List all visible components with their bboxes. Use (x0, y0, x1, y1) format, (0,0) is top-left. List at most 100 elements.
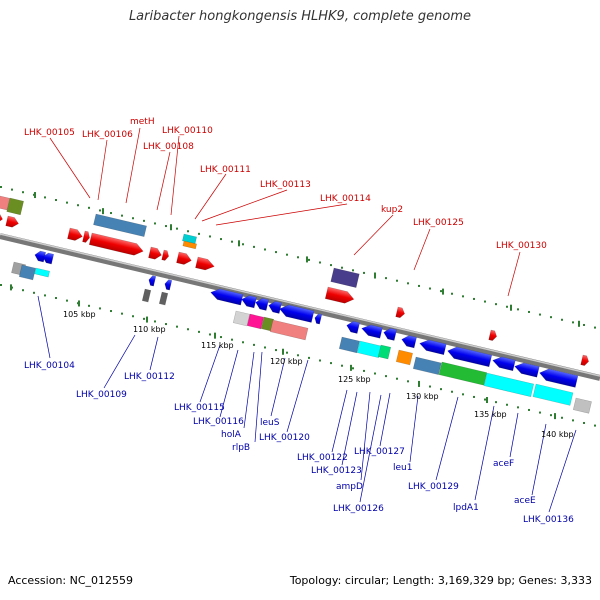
track-dot (484, 300, 486, 303)
track-dot (572, 419, 574, 422)
cds-forward-shape (488, 329, 497, 341)
cds-reverse (241, 295, 257, 309)
track-dot (297, 354, 299, 357)
track-dot (352, 269, 354, 272)
cds-reverse (539, 368, 579, 388)
cds-forward-shape (0, 211, 3, 224)
track-dot (231, 338, 233, 341)
feature-olive-shape (6, 197, 24, 216)
track-dot (539, 411, 541, 414)
leader-reverse (509, 412, 519, 458)
gene-label-lhk00130: LHK_00130 (496, 241, 547, 251)
leader-reverse (199, 344, 221, 403)
track-dot (341, 266, 343, 269)
feature-pink-shape (269, 319, 309, 341)
feature-steelblue (18, 264, 36, 281)
track-dot (99, 307, 101, 310)
cds-reverse (164, 279, 173, 291)
track-dot (440, 388, 442, 391)
track-dot (11, 188, 13, 191)
track-dot (473, 395, 475, 398)
leader-forward (507, 251, 521, 297)
gene-label-lhk00123: LHK_00123 (311, 466, 362, 476)
track-dot (429, 385, 431, 388)
cds-reverse-shape (268, 300, 282, 314)
cds-forward-shape (82, 230, 90, 243)
track-dot (33, 291, 35, 294)
feature-steelblue-shape (412, 356, 442, 375)
leader-reverse (474, 405, 495, 501)
feature-steelblue-shape (18, 264, 36, 281)
track-dot (462, 295, 464, 298)
leader-forward (49, 137, 91, 199)
feature-dark (141, 288, 152, 303)
track-dot (374, 372, 376, 375)
gene-label-rlpb: rlpB (232, 443, 250, 453)
track-dot (363, 271, 365, 274)
track-dot (286, 253, 288, 256)
leader-forward (194, 173, 227, 220)
track-dot (583, 323, 585, 326)
feature-slate-shape (330, 267, 360, 288)
track-dot (66, 201, 68, 204)
track-major-tick (374, 272, 376, 279)
track-dot (22, 289, 24, 292)
cds-forward-shape (148, 246, 162, 260)
cds-reverse-shape (34, 250, 47, 263)
feature-orange (182, 240, 197, 250)
leader-reverse (103, 334, 136, 389)
scale-label-110: 110 kbp (133, 325, 166, 334)
feature-cyan (356, 340, 382, 359)
track-dot (396, 279, 398, 282)
gene-label-lhk00111: LHK_00111 (200, 165, 251, 175)
cds-reverse-shape (447, 346, 493, 368)
track-dot (451, 390, 453, 393)
leader-reverse (531, 423, 547, 496)
track-dot (220, 336, 222, 339)
leader-forward (97, 139, 108, 201)
gene-label-lhk00120: LHK_00120 (259, 433, 310, 443)
gene-label-lhk00116: LHK_00116 (193, 417, 244, 427)
gene-label-kup2: kup2 (381, 205, 403, 215)
feature-cyan (483, 372, 535, 398)
feature-pink-shape (0, 195, 11, 211)
cds-reverse (492, 356, 516, 372)
track-dot (88, 304, 90, 307)
track-dot (176, 325, 178, 328)
track-dot (22, 191, 24, 194)
track-major-tick (486, 397, 488, 404)
track-dot (253, 245, 255, 248)
track-major-tick (34, 192, 36, 199)
cds-reverse (447, 346, 493, 368)
track-dot (99, 209, 101, 212)
backbone-line (0, 233, 600, 381)
feature-olive (6, 197, 24, 216)
track-dot (275, 349, 277, 352)
leader-reverse (270, 357, 286, 417)
track-dot (473, 297, 475, 300)
track-dot (506, 403, 508, 406)
track-major-tick (78, 300, 80, 307)
leader-reverse (409, 395, 419, 463)
feature-dark (158, 291, 169, 306)
track-dot (385, 277, 387, 280)
track-dot (385, 375, 387, 378)
leader-forward (413, 228, 431, 271)
cds-reverse-shape (361, 324, 383, 339)
track-dot (165, 225, 167, 228)
track-dot (165, 323, 167, 326)
forward-tick-track (0, 186, 596, 329)
cds-forward-shape (67, 227, 83, 241)
track-major-tick (578, 320, 580, 327)
track-dot (110, 310, 112, 313)
track-dot (88, 206, 90, 209)
track-dot (66, 299, 68, 302)
leader-reverse (331, 389, 348, 453)
leader-reverse (360, 391, 371, 481)
track-dot (231, 240, 233, 243)
track-major-tick (442, 288, 444, 295)
gene-label-lhk00114: LHK_00114 (320, 194, 371, 204)
leader-forward (125, 127, 141, 204)
cds-reverse-shape (346, 320, 360, 334)
cds-reverse (401, 335, 417, 349)
